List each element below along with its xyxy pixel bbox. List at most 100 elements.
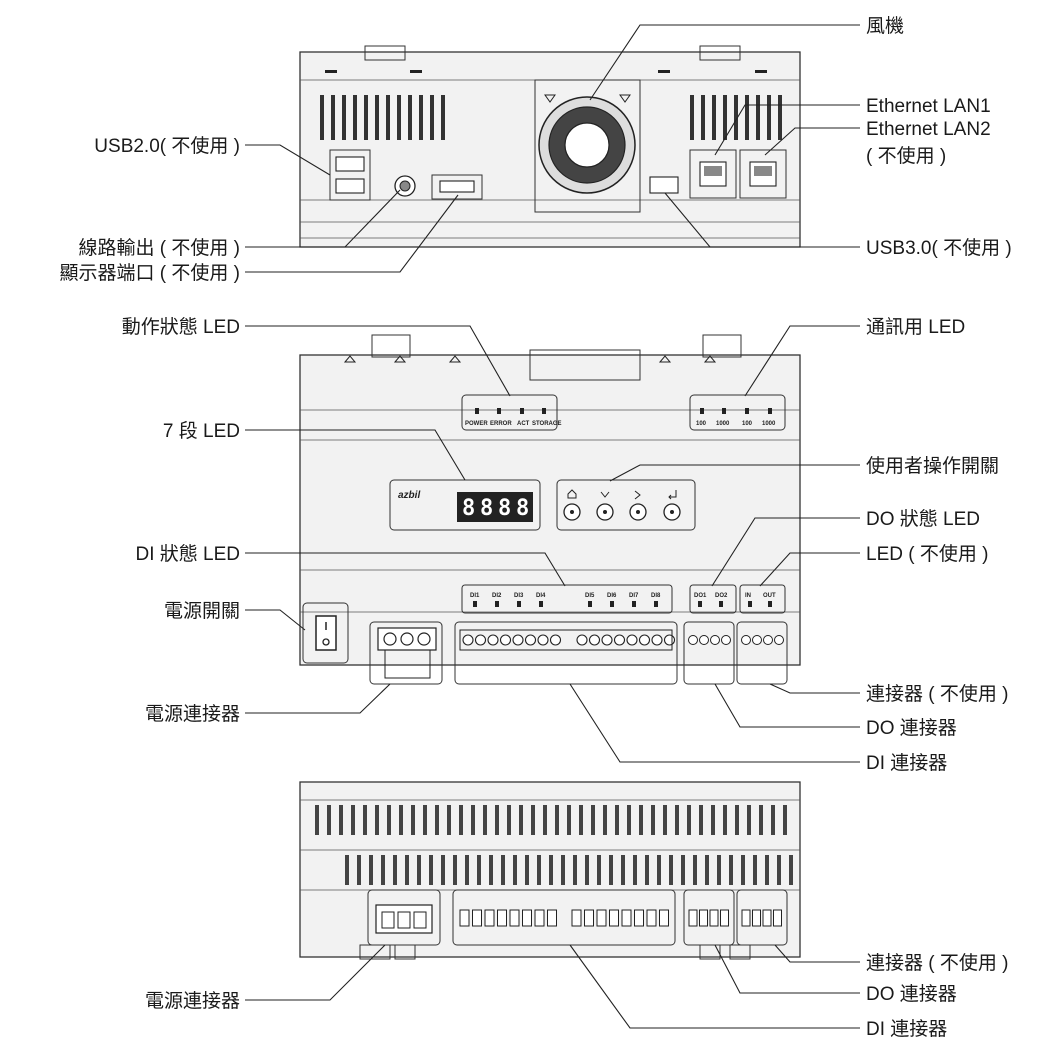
power-connector-front <box>369 621 443 685</box>
vent-slot <box>483 805 487 835</box>
vent-slot <box>543 805 547 835</box>
label-ethernet-lan1: Ethernet LAN1 <box>866 96 991 117</box>
di-terminal <box>512 634 524 646</box>
ethernet-lan1-port <box>689 149 737 199</box>
user-switch-panel <box>556 479 696 531</box>
vent-slot <box>561 855 565 885</box>
vent-slot <box>441 855 445 885</box>
do-socket <box>688 909 698 927</box>
vent-slot <box>734 95 738 140</box>
vent-slot <box>778 95 782 140</box>
label-di-status-led: DI 狀態 LED <box>135 543 240 565</box>
di-led <box>495 601 499 607</box>
unused-socket <box>741 909 751 927</box>
vent-slot <box>756 95 760 140</box>
label-ethernet-lan2-note: ( 不使用 ) <box>866 145 946 167</box>
comm-led-label-3: 1000 <box>762 421 776 427</box>
label-do-connector-bottom: DO 連接器 <box>866 983 957 1005</box>
vent-slot <box>597 855 601 885</box>
label-line-out: 線路輸出 ( 不使用 ) <box>79 237 241 259</box>
vent-slot <box>471 805 475 835</box>
label-comm-led: 通訊用 LED <box>866 316 965 338</box>
vent-slot <box>555 805 559 835</box>
label-power-connector-bottom: 電源連接器 <box>145 990 240 1012</box>
di-terminal <box>474 634 487 646</box>
do-socket <box>699 909 708 927</box>
brand-logo: azbil <box>398 490 420 501</box>
di-led-label: DI7 <box>629 593 639 599</box>
di-socket <box>497 909 507 927</box>
io-led-panel: IN OUT <box>739 584 786 614</box>
di-terminal <box>663 634 676 646</box>
user-switch-down[interactable] <box>596 491 614 521</box>
ethernet-lan2-port <box>739 149 787 199</box>
vent-slot <box>645 855 649 885</box>
label-display-port: 顯示器端口 ( 不使用 ) <box>60 262 241 284</box>
vent-slot <box>519 805 523 835</box>
vent-slot <box>447 805 451 835</box>
vent-slot <box>669 855 673 885</box>
di-led <box>588 601 592 607</box>
di-terminal <box>601 634 613 646</box>
user-switch-home[interactable] <box>563 489 581 521</box>
di-terminal-block <box>459 629 673 651</box>
do-socket <box>720 909 729 927</box>
vent-slot <box>327 805 331 835</box>
user-switch-right[interactable] <box>629 490 647 521</box>
vent-slot <box>767 95 771 140</box>
seven-seg-digit-2: 8 <box>498 496 511 521</box>
vent-slot <box>399 805 403 835</box>
di-socket <box>621 909 632 927</box>
label-usb30: USB3.0( 不使用 ) <box>866 237 1012 259</box>
di-led-label: DI1 <box>470 593 480 599</box>
vent-slot <box>549 855 553 885</box>
vent-slot <box>753 855 757 885</box>
label-status-led: 動作狀態 LED <box>122 316 240 338</box>
di-terminal <box>638 634 651 646</box>
vent-slot <box>357 855 361 885</box>
vent-slot <box>701 95 705 140</box>
fan <box>534 79 641 213</box>
vent-slot <box>651 805 655 835</box>
vent-slot <box>419 95 423 140</box>
di-led-label: DI3 <box>514 593 524 599</box>
power-switch[interactable] <box>302 602 349 664</box>
vent-slot <box>621 855 625 885</box>
user-switch-enter[interactable] <box>663 490 681 521</box>
vent-slot <box>435 805 439 835</box>
unused-terminal <box>774 635 784 645</box>
vent-slot <box>633 855 637 885</box>
leader-lines <box>245 24 860 1029</box>
vent-slot <box>693 855 697 885</box>
unused-terminal <box>763 635 773 645</box>
di-terminal <box>549 634 562 646</box>
vent-slot <box>723 95 727 140</box>
comm-led-label-1: 1000 <box>716 421 730 427</box>
vent-slot <box>765 855 769 885</box>
vent-slot <box>789 855 793 885</box>
bottom-view-unit <box>299 781 801 960</box>
vent-slot <box>315 805 319 835</box>
di-socket <box>659 909 669 927</box>
comm-led-label-2: 100 <box>742 421 753 427</box>
usb20-ports <box>329 149 371 201</box>
vent-slot <box>663 805 667 835</box>
vent-slot <box>386 95 390 140</box>
di-led <box>473 601 477 607</box>
vent-slot <box>627 805 631 835</box>
label-connector-unused-front: 連接器 ( 不使用 ) <box>866 683 1009 705</box>
vent-slot <box>567 805 571 835</box>
vent-slot <box>537 855 541 885</box>
vent-slot <box>729 855 733 885</box>
label-fan: 風機 <box>866 15 904 37</box>
vent-slot <box>363 805 367 835</box>
vent-slot <box>717 855 721 885</box>
vent-slot <box>408 95 412 140</box>
vent-slot <box>771 805 775 835</box>
vent-slot <box>741 855 745 885</box>
status-led-label-2: ACT <box>517 421 530 427</box>
di-terminal <box>626 634 638 646</box>
di-terminal <box>524 634 537 646</box>
vent-slot <box>723 805 727 835</box>
usb30-port <box>649 176 679 194</box>
